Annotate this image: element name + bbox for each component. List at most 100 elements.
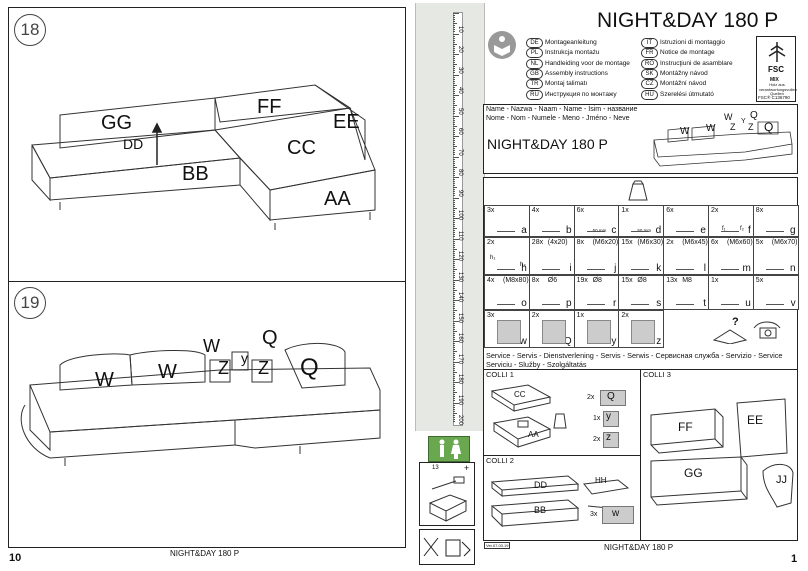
ruler-tick [453,224,455,226]
ruler-tick [453,92,455,94]
part-size: 50 mm [592,228,607,233]
part-size: M8 [682,277,692,284]
thumb-label-z-1: Z [730,122,736,132]
part-quantity: 15x [621,239,633,246]
ruler-tick [453,326,455,328]
ruler-tick [453,336,455,338]
ruler-tick [453,62,455,64]
ruler-tick [453,312,455,314]
ruler-number: 180 [457,374,463,385]
colli-2-label-bb: BB [534,505,547,515]
ruler-tick [453,300,459,301]
part-f2-label: f₂ [740,226,744,232]
ruler-tick [453,416,455,418]
ruler-tick [453,418,455,420]
tools-count: 13 [432,465,439,471]
language-text: Montaj talimatı [545,80,588,88]
ruler-tick [453,261,455,263]
ruler-tick [453,390,455,392]
ruler-tick [453,367,455,369]
telephone-icon [712,321,781,344]
product-thumbnail [653,121,793,167]
ruler-tick [453,70,455,72]
ruler-tick [453,60,455,62]
ruler-tick [453,131,455,133]
language-text: Notice de montage [660,49,715,57]
language-code: NL [526,58,543,69]
ruler-number: 150 [457,312,463,323]
language-text: Instrukcja montażu [545,49,600,57]
fsc-label: FSC MIX Holz aus verantwortungsvollen Qu… [756,36,797,102]
ruler-tick [453,170,455,172]
language-text: Handleiding voor de montage [545,59,630,67]
ruler-tick [453,410,455,412]
part-illustration [541,285,560,305]
part-illustration [676,247,695,270]
label-w-1: W [95,369,114,391]
language-text: Instrucţiuni de asamblare [660,59,733,67]
part-letter: e [700,225,706,236]
ruler-tick [453,363,455,365]
ruler-tick [453,271,455,273]
part-letter: u [745,298,751,309]
part-letter: d [655,225,662,236]
part-quantity: 1x [576,312,584,319]
ruler-tick [453,341,459,342]
ruler-tick [453,150,455,152]
ruler-tick [453,230,455,232]
ruler-tick [453,371,457,373]
ruler-tick [453,400,455,402]
part-illustration [586,215,605,232]
ruler-tick [453,281,455,283]
ruler-tick [453,181,455,183]
label-dd: DD [123,136,144,152]
question-mark: ? [732,316,739,328]
ruler-tick [453,133,455,135]
ruler-tick [453,179,455,181]
ruler-tick [453,211,455,213]
part-illustration [586,247,605,270]
ruler-tick [453,293,455,295]
language-code: IT [641,38,658,48]
step-number-19: 19 [14,287,46,319]
part-illustration [497,285,515,305]
ruler-tick [453,54,459,55]
ruler-tick [453,259,459,260]
ruler-tick [453,86,455,88]
ruler-tick [453,47,455,49]
ruler-tick [453,406,455,408]
part-illustration [676,285,695,305]
thumb-label-w-2: W [706,123,716,134]
ruler-tick [453,269,457,271]
ruler-tick [453,263,455,265]
part-size: (4x20) [547,239,568,246]
ruler-tick [453,183,455,185]
ruler-tick [453,174,455,176]
label-q-1: Q [262,327,278,349]
part-letter: f [748,225,751,236]
ruler-tick [453,21,455,23]
ruler-tick [453,338,455,340]
ruler-tick [453,304,455,306]
ruler-tick [453,166,457,168]
ruler-tick [453,201,455,203]
ruler-tick [453,355,455,357]
left-footer-title: NIGHT&DAY 180 P [170,549,240,558]
left-page-number: 10 [9,552,22,564]
part-quantity: 8x [755,207,764,214]
label-w-3: W [203,336,220,356]
ruler-tick [453,177,459,178]
part-quantity: 3x [487,312,495,319]
ruler-tick [453,43,457,45]
part-letter: t [703,298,706,309]
ruler-tick [453,220,455,222]
part-letter: w [519,336,527,347]
thumb-label-q-1: Q [750,110,758,121]
ruler-tick [453,80,455,82]
